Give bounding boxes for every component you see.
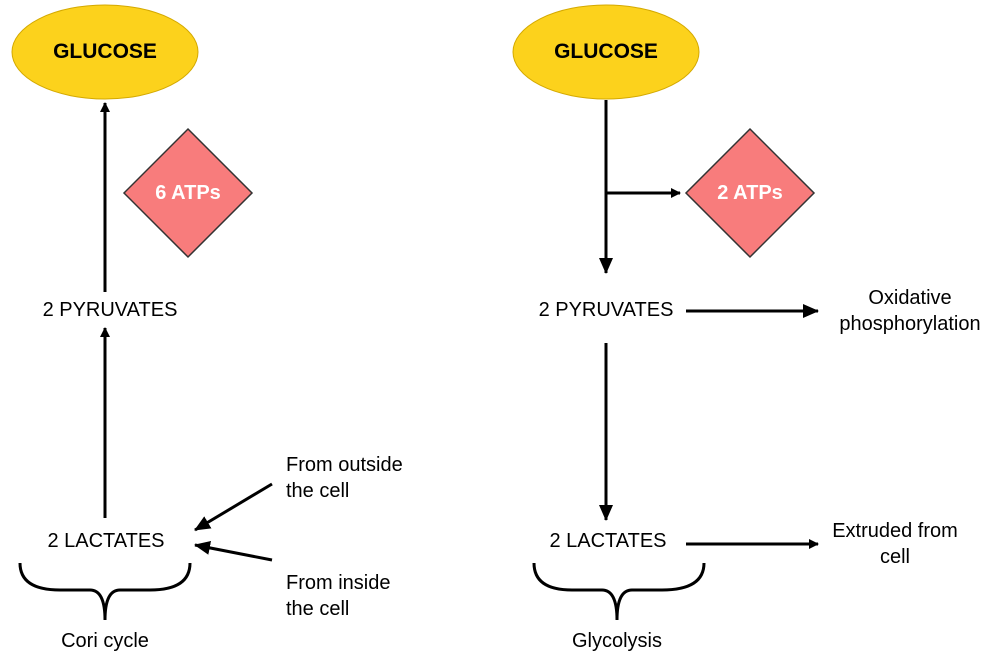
oxidative-label-line1: Oxidative: [868, 287, 952, 309]
source-outside-line1: From outside: [286, 454, 403, 476]
arrow-outside-to-lactates: [194, 482, 273, 532]
brace-cori: [18, 562, 192, 621]
extruded-label-line2: cell: [879, 546, 910, 568]
caption-glycolysis: Glycolysis: [571, 630, 662, 652]
glucose-node-glycolysis: [512, 4, 700, 100]
arrow-inside-to-lactates: [194, 540, 273, 562]
extruded-label-line1: Extruded from: [832, 520, 958, 542]
atp-diamond-glycolysis: [684, 127, 816, 259]
source-inside-line1: From inside: [286, 572, 391, 594]
brace-glycolysis: [532, 562, 706, 621]
pyruvates-label-glycolysis: 2 PYRUVATES: [538, 299, 674, 321]
caption-cori: Cori cycle: [61, 630, 149, 652]
glucose-label-cori: GLUCOSE: [53, 40, 157, 63]
atp-diamond-cori: [122, 127, 254, 259]
lactates-label-glycolysis: 2 LACTATES: [549, 530, 667, 552]
source-outside-line2: the cell: [286, 480, 350, 502]
pyruvates-label-cori: 2 PYRUVATES: [42, 299, 178, 321]
lactates-label-cori: 2 LACTATES: [47, 530, 165, 552]
glucose-label-glycolysis: GLUCOSE: [554, 40, 658, 63]
source-inside-line2: the cell: [286, 598, 350, 620]
glucose-node-cori: [11, 4, 199, 100]
oxidative-label-line2: phosphorylation: [839, 313, 981, 335]
atp-label-cori: 6 ATPs: [155, 182, 221, 204]
atp-label-glycolysis: 2 ATPs: [717, 182, 783, 204]
